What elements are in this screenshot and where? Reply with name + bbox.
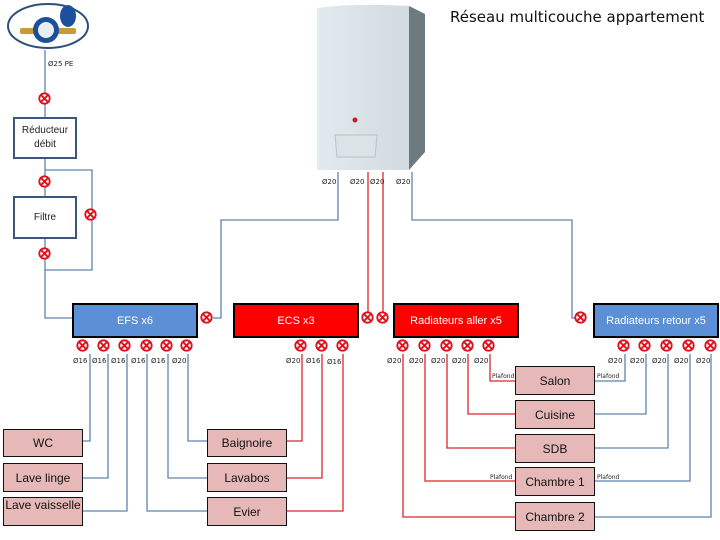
pipe-efs-lave-vaisselle	[80, 354, 128, 512]
outlet-diameter-label: Ø16	[151, 357, 166, 365]
fixture-lave-vaisselle: Lave vaisselle	[3, 497, 83, 526]
fixture-lavabos: Lavabos	[207, 463, 287, 492]
valve-icon	[97, 339, 110, 352]
outlet-diameter-label: Ø16	[92, 357, 107, 365]
room-sdb: SDB	[515, 434, 595, 463]
outlet-diameter-label: Ø20	[286, 357, 301, 365]
pipe-aller-chambre2	[402, 354, 515, 518]
valve-icon	[294, 339, 307, 352]
boiler-icon	[317, 4, 425, 170]
outlet-diameter-label: Ø20	[409, 357, 424, 365]
pipe-ecs-lavabos	[287, 354, 323, 479]
outlet-diameter-label: Ø20	[696, 357, 711, 365]
valve-icon	[38, 247, 51, 260]
outlet-diameter-label: Ø16	[306, 357, 321, 365]
valve-icon	[704, 339, 717, 352]
pipe-efs-wc	[80, 354, 91, 442]
fixture-baignoire: Baignoire	[207, 429, 287, 457]
pipe-aller-sdb	[446, 354, 515, 449]
pipe-efs-lave-linge	[80, 354, 109, 479]
valve-icon	[376, 311, 389, 324]
pipe-retour-salon	[595, 354, 626, 382]
plafond-label: Plafond	[597, 373, 620, 380]
pipe-boiler-to-efs	[213, 172, 339, 319]
valve-icon	[336, 339, 349, 352]
room-cuisine: Cuisine	[515, 400, 595, 429]
valve-icon	[76, 339, 89, 352]
outlet-diameter-label: Ø20	[652, 357, 667, 365]
outlet-diameter-label: Ø20	[387, 357, 402, 365]
outlet-diameter-label: Ø20	[674, 357, 689, 365]
filter-box: Filtre	[13, 196, 77, 239]
valve-icon	[361, 311, 374, 324]
inlet-diameter-label: Ø25 PE	[48, 60, 74, 68]
page-title: Réseau multicouche appartement	[450, 8, 705, 26]
pipe-aller-cuisine	[467, 354, 515, 415]
fixture-wc: WC	[3, 429, 83, 457]
valve-icon	[38, 175, 51, 188]
room-chambre-1: Chambre 1	[515, 467, 595, 496]
reducer-box: Réducteur débit	[13, 117, 77, 159]
pipe-ecs-evier	[287, 354, 344, 512]
boiler-outlet-label: Ø20	[370, 178, 385, 186]
pipe-return-to-boiler	[411, 172, 581, 319]
pipe-efs-baignoire	[187, 354, 207, 442]
outlet-diameter-label: Ø20	[172, 357, 187, 365]
valve-icon	[140, 339, 153, 352]
valve-icon	[617, 339, 630, 352]
plafond-label: Plafond	[490, 474, 513, 481]
outlet-diameter-label: Ø20	[474, 357, 489, 365]
valve-icon	[315, 339, 328, 352]
outlet-diameter-label: Ø16	[73, 357, 88, 365]
fixture-lave-linge: Lave linge	[3, 463, 83, 492]
valve-icon	[660, 339, 673, 352]
pipe-retour-chambre1	[595, 354, 691, 482]
boiler-outlet-label: Ø20	[322, 178, 337, 186]
outlet-diameter-label: Ø20	[452, 357, 467, 365]
valve-icon	[200, 311, 213, 324]
valve-icon	[440, 339, 453, 352]
outlet-diameter-label: Ø20	[608, 357, 623, 365]
valve-icon	[160, 339, 173, 352]
valve-icon	[461, 339, 474, 352]
valve-icon	[638, 339, 651, 352]
pipe-aller-salon	[489, 354, 515, 382]
valve-icon	[418, 339, 431, 352]
pipe-retour-sdb	[595, 354, 669, 449]
room-salon: Salon	[515, 366, 595, 395]
pipe-ecs-baignoire	[287, 354, 303, 442]
pipe-retour-cuisine	[595, 354, 647, 415]
valve-icon	[84, 208, 97, 221]
valve-icon	[682, 339, 695, 352]
outlet-diameter-label: Ø20	[431, 357, 446, 365]
outlet-diameter-label: Ø20	[630, 357, 645, 365]
pipe-retour-chambre2	[595, 354, 712, 518]
plafond-label: Plafond	[492, 373, 515, 380]
valve-icon	[118, 339, 131, 352]
valve-icon	[396, 339, 409, 352]
plafond-label: Plafond	[597, 474, 620, 481]
boiler-outlet-label: Ø20	[350, 178, 365, 186]
outlet-diameter-label: Ø16	[327, 358, 342, 366]
valve-icon	[38, 92, 51, 105]
pipe-aller-chambre1	[424, 354, 515, 482]
water-meter-icon	[7, 3, 89, 49]
valve-icon	[574, 311, 587, 324]
valve-icon	[482, 339, 495, 352]
room-chambre-2: Chambre 2	[515, 502, 595, 531]
outlet-diameter-label: Ø16	[111, 357, 126, 365]
boiler-outlet-label: Ø20	[396, 178, 411, 186]
valve-icon	[180, 339, 193, 352]
fixture-evier: Evier	[207, 497, 287, 526]
manifold-radiateurs-retour: Radiateurs retour x5	[593, 303, 719, 338]
manifold-ecs: ECS x3	[233, 303, 359, 338]
pipe-efs-evier	[146, 354, 207, 512]
manifold-efs: EFS x6	[72, 303, 198, 338]
outlet-diameter-label: Ø16	[131, 357, 146, 365]
manifold-radiateurs-aller: Radiateurs aller x5	[393, 303, 519, 338]
pipe-efs-lavabos	[167, 354, 207, 479]
